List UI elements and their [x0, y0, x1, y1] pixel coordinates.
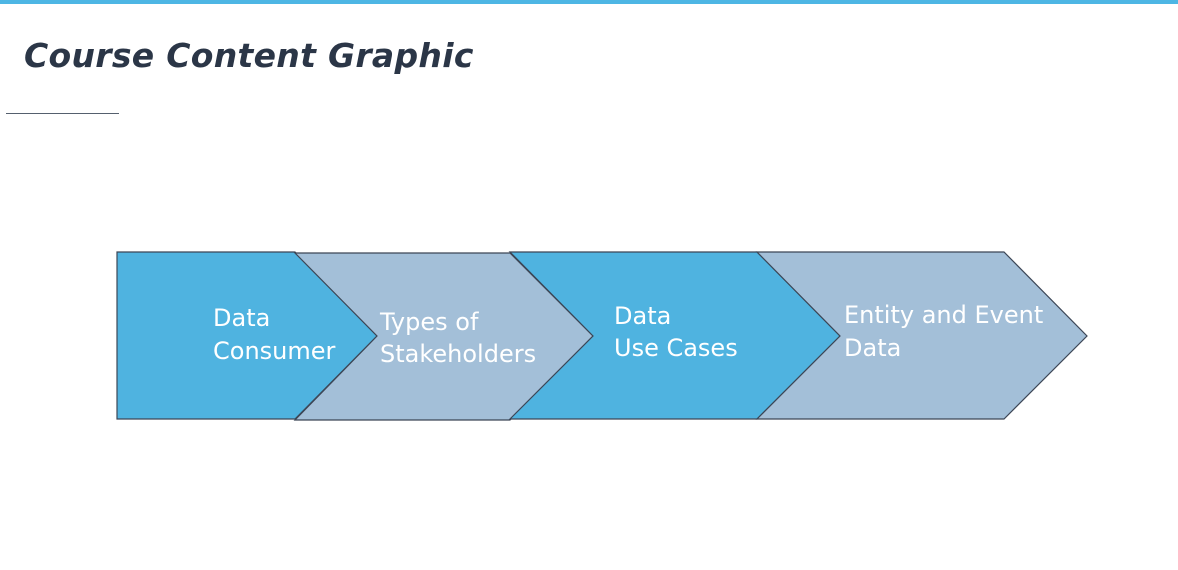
step-1-label-line-1: Data [213, 304, 270, 332]
step-3-label-line-2: Use Cases [614, 334, 738, 362]
step-4-label-line-2: Data [844, 334, 901, 362]
svg-text:Data Consumer: Data Consumer [213, 304, 336, 365]
process-step-1: Data Consumer [116, 251, 378, 420]
svg-text:Data Use Cases: Data Use Cases [614, 302, 738, 362]
top-accent-bar [0, 0, 1178, 4]
svg-text:Types of Stakeholders: Types of Stakeholders [379, 308, 536, 368]
chevron-shape-4 [755, 251, 1088, 420]
title-underline [6, 113, 119, 114]
step-4-label-line-1: Entity and Event [844, 301, 1043, 329]
step-2-label-line-2: Stakeholders [380, 340, 536, 368]
step-3-label-line-1: Data [614, 302, 671, 330]
process-step-2: Types of Stakeholders [293, 252, 594, 421]
step-1-label-line-2: Consumer [213, 337, 336, 365]
chevron-shape-2 [293, 252, 594, 421]
process-step-4: Entity and Event Data [755, 251, 1088, 420]
step-2-label-line-1: Types of [379, 308, 479, 336]
svg-text:Entity and Event Data: Entity and Event Data [844, 301, 1051, 362]
page-title: Course Content Graphic [24, 36, 474, 75]
